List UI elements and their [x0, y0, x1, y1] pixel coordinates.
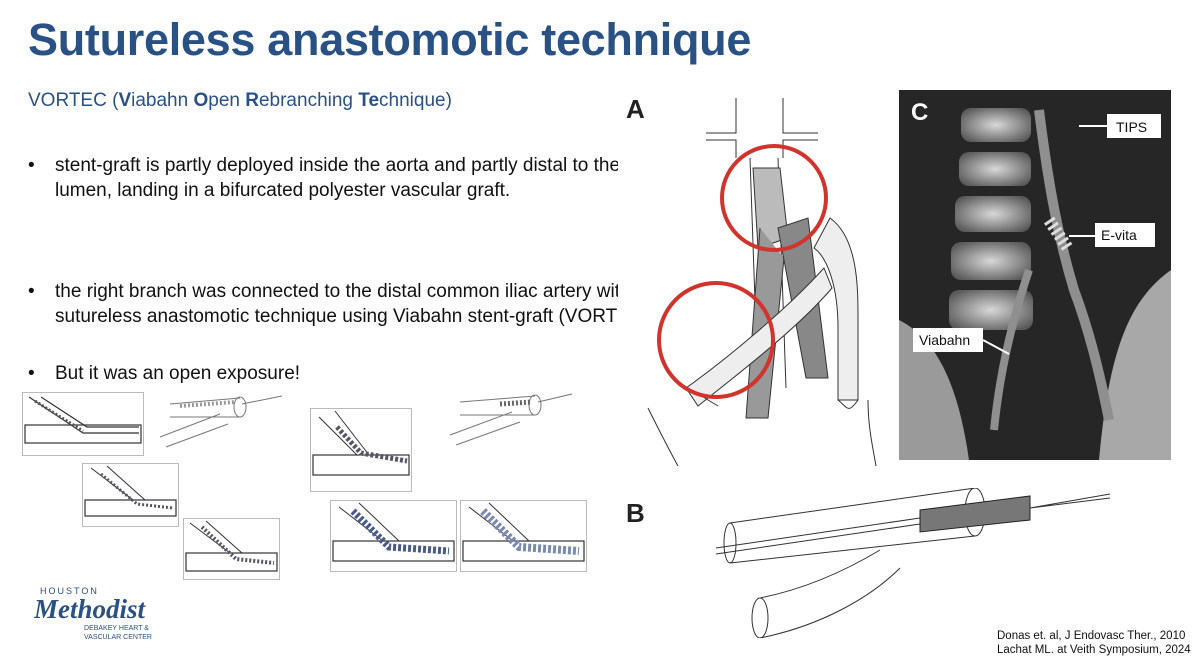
ct-label-evita: E-vita — [1101, 227, 1137, 243]
svg-text:DEBAKEY HEART &: DEBAKEY HEART & — [84, 625, 149, 632]
citations: Donas et. al, J Endovasc Ther., 2010 Lac… — [997, 629, 1191, 657]
step-diagram-7 — [460, 500, 587, 572]
bullet-text: the right branch was connected to the di… — [55, 281, 650, 327]
step-diagram-4 — [440, 390, 575, 448]
step-diagram-2 — [150, 392, 285, 450]
svg-text:VASCULAR CENTER: VASCULAR CENTER — [84, 634, 152, 641]
svg-text:HOUSTON: HOUSTON — [40, 586, 99, 596]
citation-line: Donas et. al, J Endovasc Ther., 2010 — [997, 630, 1186, 642]
citation-line: Lachat ML. at Veith Symposium, 2024 — [997, 644, 1191, 656]
panel-label-c: C — [911, 99, 928, 126]
panel-label-b: B — [626, 498, 645, 528]
step-diagram-5 — [82, 463, 179, 527]
bullet-marker: • — [28, 363, 35, 384]
ct-label-tips: TIPS — [1116, 119, 1147, 135]
svg-text:Methodist: Methodist — [34, 594, 147, 624]
step-diagram-3 — [310, 408, 412, 492]
step-diagram-8 — [183, 518, 280, 580]
panel-label-a: A — [626, 94, 645, 124]
bullet-text: But it was an open exposure! — [55, 363, 301, 384]
schematic-panel-b: B — [620, 488, 1120, 638]
slide-title: Sutureless anastomotic technique — [28, 14, 752, 65]
step-diagram-6 — [330, 500, 457, 572]
ct-image-panel-c: C TIPS E-vita Viabahn — [899, 90, 1171, 460]
houston-methodist-logo: HOUSTON Methodist DEBAKEY HEART & VASCUL… — [33, 584, 184, 646]
bullet-marker: • — [28, 281, 35, 302]
ct-label-viabahn: Viabahn — [919, 332, 970, 348]
highlight-circle — [657, 281, 775, 399]
highlight-circle — [720, 144, 828, 252]
bullet-text: stent-graft is partly deployed inside th… — [55, 155, 672, 201]
step-diagram-1 — [22, 392, 144, 456]
bullet-marker: • — [28, 155, 35, 176]
slide-subtitle: VORTEC (Viabahn Open Rebranching Techniq… — [28, 90, 452, 111]
schematic-panel-a: A — [618, 88, 880, 468]
